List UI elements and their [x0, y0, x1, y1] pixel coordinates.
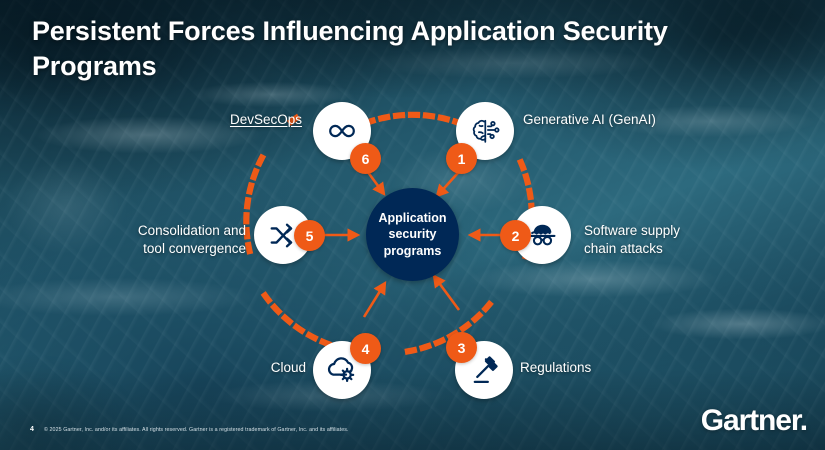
node-label-software-supply-chain-attacks: Software supply chain attacks — [584, 222, 680, 258]
node-label-regulations: Regulations — [520, 360, 592, 375]
badge-3[interactable]: 3 — [446, 332, 477, 363]
node-label-line-2: chain attacks — [584, 240, 663, 256]
hub-line-3: programs — [383, 243, 442, 258]
infinity-icon — [329, 124, 355, 138]
badge-6[interactable]: 6 — [350, 143, 381, 174]
center-hub: Application security programs — [366, 188, 459, 281]
copyright-notice: © 2025 Gartner, Inc. and/or its affiliat… — [44, 427, 349, 433]
node-label-generative-ai: Generative AI (GenAI) — [523, 112, 656, 127]
page-number: 4 — [30, 426, 34, 433]
node-circle — [456, 102, 514, 160]
badge-2[interactable]: 2 — [500, 220, 531, 251]
node-cloud[interactable]: 4 — [313, 333, 381, 399]
forces-diagram: Application security programs — [0, 80, 825, 400]
arrow-4 — [362, 281, 387, 318]
gartner-logo: Gartner. — [700, 404, 808, 437]
node-regulations[interactable]: 3 — [446, 332, 513, 399]
node-label-line-1: Software supply — [584, 223, 681, 238]
node-label-line-2: tool convergence — [143, 240, 246, 256]
shuffle-arrows-icon — [270, 223, 292, 247]
node-devsecops[interactable]: 6 — [313, 102, 381, 174]
spy-hat-glasses-icon — [529, 224, 555, 245]
node-software-supply-chain-attacks[interactable]: 2 — [500, 206, 571, 264]
node-generative-ai[interactable]: 1 — [446, 102, 514, 174]
brain-circuit-icon — [472, 119, 499, 143]
badge-5[interactable]: 5 — [294, 220, 325, 251]
slide-title: Persistent Forces Influencing Applicatio… — [32, 16, 668, 81]
badge-4[interactable]: 4 — [350, 333, 381, 364]
arrow-3 — [432, 274, 461, 311]
node-consolidation-tool-convergence[interactable]: 5 — [254, 206, 325, 264]
node-label-consolidation-tool-convergence: Consolidation and tool convergence — [64, 222, 246, 258]
hub-line-2: security — [388, 227, 437, 242]
node-label-devsecops[interactable]: DevSecOps — [229, 112, 302, 127]
node-label-line-1: Consolidation and — [137, 223, 246, 238]
cloud-gear-icon — [327, 357, 355, 383]
hub-line-1: Application — [378, 210, 447, 225]
node-circle — [513, 206, 571, 264]
gavel-icon — [473, 355, 498, 383]
node-label-cloud: Cloud — [270, 360, 306, 375]
badge-1[interactable]: 1 — [446, 143, 477, 174]
